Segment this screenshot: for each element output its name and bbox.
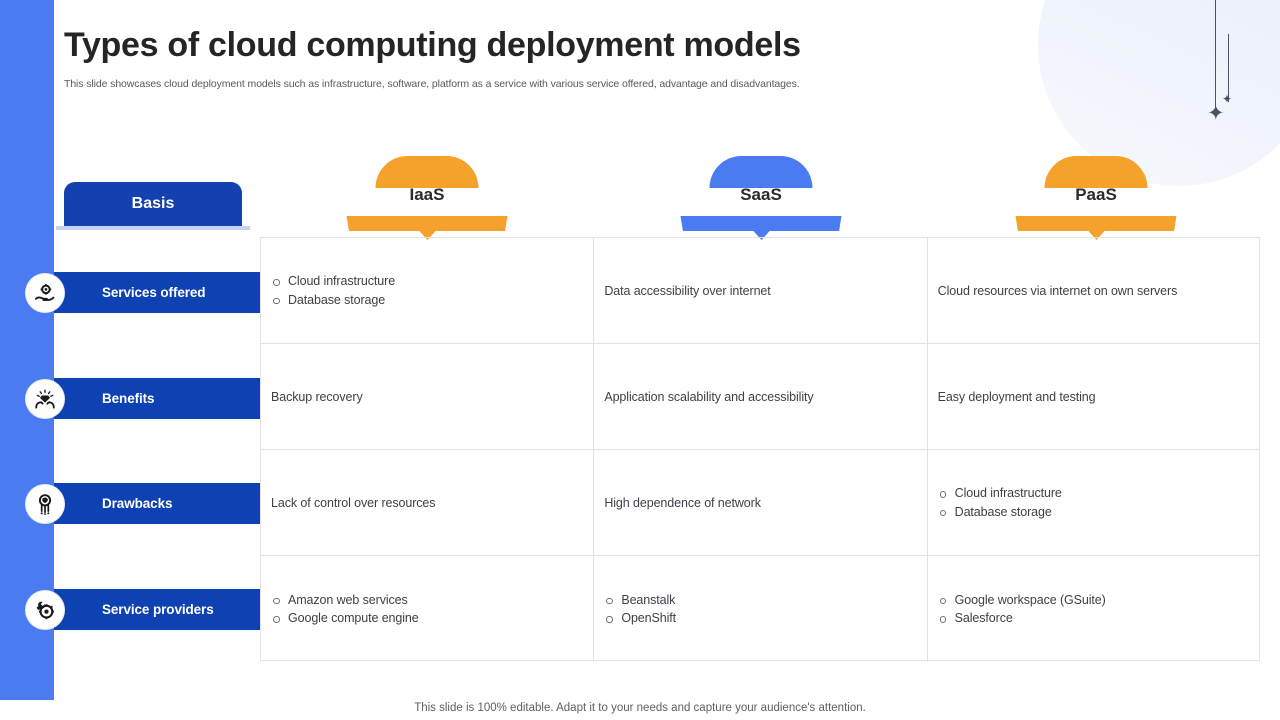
row-label-services-offered[interactable]: Services offered [26,272,260,313]
table-cell: Easy deployment and testing [928,344,1261,449]
basis-header: Basis [64,182,242,226]
column-label-paas: PaaS [1075,185,1117,204]
table-cell: Google workspace (GSuite)Salesforce [928,556,1261,662]
column-label-saas: SaaS [740,185,782,204]
left-accent-stripe [0,0,54,700]
table-cell: High dependence of network [594,450,928,555]
hand-gear-icon [26,273,64,312]
cell-text: Backup recovery [271,389,363,404]
column-arc-iaas [375,156,479,188]
bullet-list: Google workspace (GSuite)Salesforce [938,591,1261,628]
table-cell: Backup recovery [261,344,595,449]
list-item: Cloud infrastructure [271,272,593,291]
table-row: Backup recovery Application scalability a… [261,344,1259,450]
table-cell: Application scalability and accessibilit… [594,344,928,449]
list-item: Google compute engine [271,609,593,628]
list-item: Salesforce [938,609,1261,628]
column-header-iaas: IaaS [312,156,542,240]
column-header-paas: PaaS [981,156,1211,240]
table-cell: Cloud resources via internet on own serv… [928,238,1261,343]
row-label-drawbacks[interactable]: Drawbacks [26,483,260,524]
award-ribbon-icon [26,484,64,523]
list-item: Database storage [938,503,1261,522]
list-item: Cloud infrastructure [938,484,1261,503]
table-row: Lack of control over resources High depen… [261,450,1259,556]
table-cell: Data accessibility over internet [594,238,928,343]
page-subtitle: This slide showcases cloud deployment mo… [64,78,800,90]
sparkle-star-large-icon: ✦ [1207,102,1225,125]
cell-text: Data accessibility over internet [604,283,771,298]
list-item: OpenShift [604,609,926,628]
page-title: Types of cloud computing deployment mode… [64,26,801,64]
list-item: Google workspace (GSuite) [938,591,1261,610]
row-label-text: Services offered [102,285,206,300]
cell-text: Lack of control over resources [271,495,436,510]
cell-text: Easy deployment and testing [937,389,1096,404]
list-item: Amazon web services [271,591,593,610]
column-banner-saas [680,216,842,240]
cell-text: Application scalability and accessibilit… [604,389,814,404]
column-arc-paas [1044,156,1148,188]
row-label-benefits[interactable]: Benefits [26,378,260,419]
list-item: Beanstalk [604,591,926,610]
basis-label: Basis [131,195,175,212]
cell-text: High dependence of network [604,495,761,510]
column-arc-saas [709,156,813,188]
row-label-service-providers[interactable]: Service providers [26,589,260,630]
cell-text: Cloud resources via internet on own serv… [937,283,1178,298]
row-label-text: Service providers [102,602,214,617]
wrench-gear-icon [26,590,64,629]
sparkle-line-1 [1215,0,1217,108]
column-header-saas: SaaS [646,156,876,240]
table-cell: Lack of control over resources [261,450,595,555]
column-banner-iaas [346,216,508,240]
row-label-text: Drawbacks [102,496,173,511]
sparkle-star-small-icon: ✦ [1222,92,1233,106]
footer-note: This slide is 100% editable. Adapt it to… [414,702,866,714]
list-item: Database storage [271,291,593,310]
sparkle-line-2 [1228,34,1230,102]
row-label-text: Benefits [102,391,155,406]
basis-underline [56,226,250,230]
column-banner-paas [1015,216,1177,240]
hands-diamond-icon [26,379,64,418]
column-label-iaas: IaaS [409,185,445,204]
